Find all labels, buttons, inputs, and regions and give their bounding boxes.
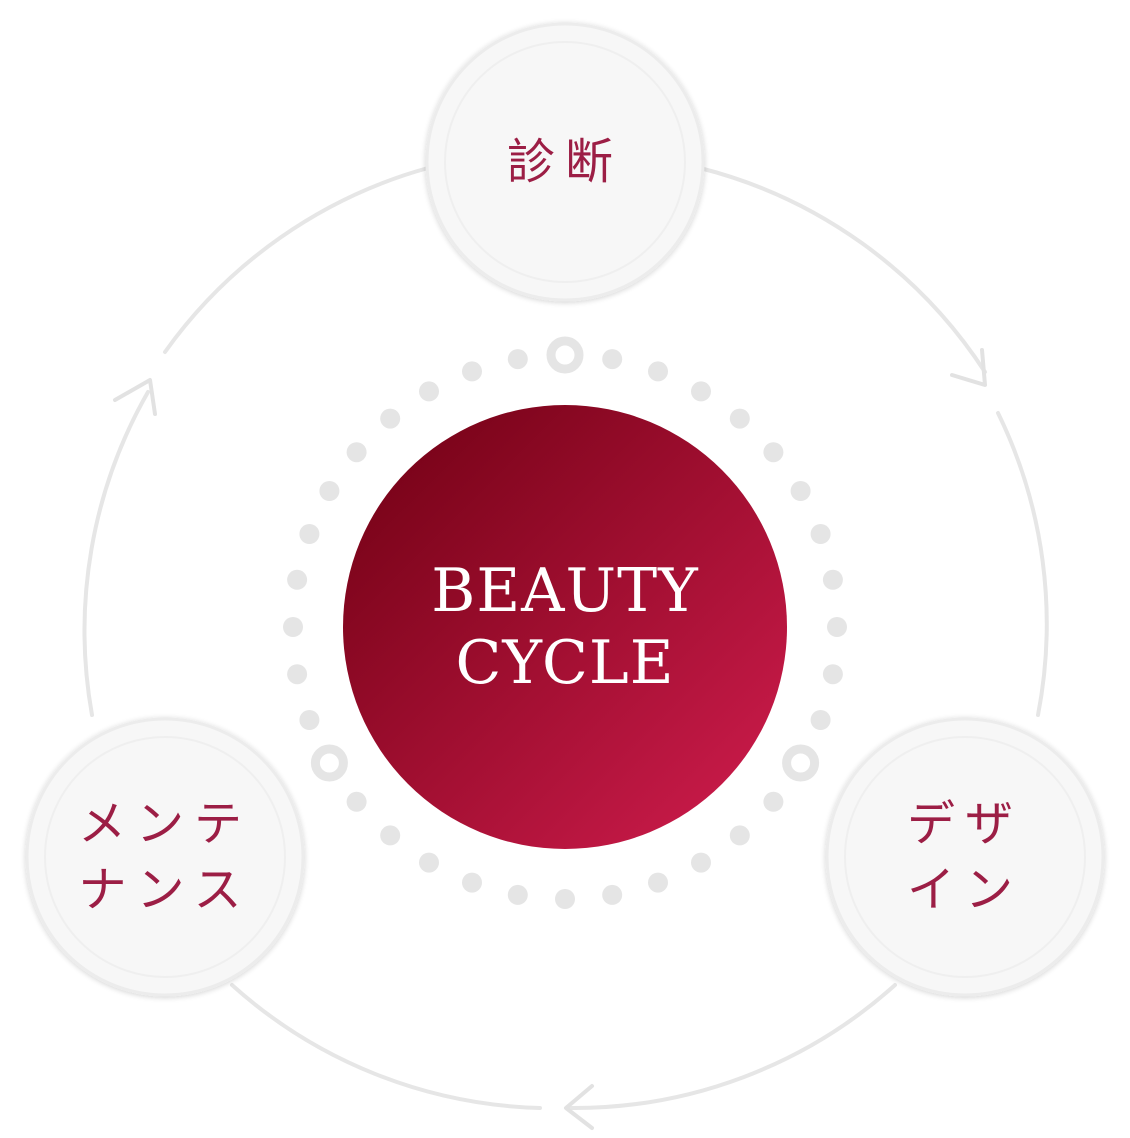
- ring-dot: [380, 408, 401, 429]
- arc-right-descent: [996, 411, 1049, 717]
- ring-dot: [299, 524, 320, 544]
- arc-left-ascent: [82, 390, 150, 717]
- arrow-left-icon: [113, 378, 157, 416]
- node-diagnosis: 診断: [428, 25, 702, 299]
- ring-dot: [822, 664, 843, 685]
- node-circle-right: [825, 717, 1105, 997]
- node-maintenance-label-line2: ナンス: [78, 862, 252, 918]
- cycle-ring: [82, 166, 1049, 1111]
- ring-dot: [283, 617, 303, 637]
- node-circle-left: [25, 717, 305, 997]
- node-circle-top: [425, 22, 705, 302]
- arc-bottom-to-left: [230, 983, 542, 1110]
- arrow-right-icon: [950, 348, 987, 387]
- center-title-line2: CYCLE: [455, 628, 675, 698]
- ring-dot: [555, 889, 575, 909]
- ring-dot: [380, 825, 401, 846]
- node-design-label-line1: デザ: [906, 796, 1023, 852]
- ring-dot: [822, 569, 843, 590]
- node-design-label-line2: イン: [906, 862, 1023, 918]
- ring-dot: [691, 852, 711, 873]
- ring-dot: [462, 361, 482, 382]
- ring-dot: [763, 442, 784, 463]
- ring-dot: [507, 884, 528, 905]
- center-label: BEAUTY CYCLE: [343, 405, 787, 849]
- node-design: デザ イン: [828, 720, 1102, 994]
- ring-dot: [507, 349, 528, 370]
- ring-marker-hollow: [310, 744, 348, 782]
- arc-top-to-right: [698, 166, 987, 374]
- ring-dot: [346, 442, 367, 463]
- ring-dot: [810, 524, 831, 544]
- ring-marker-hollow: [782, 744, 820, 782]
- arrow-bottom-icon: [564, 1084, 594, 1130]
- ring-dot: [729, 408, 750, 429]
- node-maintenance-label-line1: メンテ: [77, 796, 252, 852]
- ring-dot: [827, 617, 847, 637]
- ring-marker-hollow: [546, 336, 584, 374]
- center-title-line1: BEAUTY: [431, 556, 699, 626]
- node-diagnosis-label: 診断: [506, 134, 623, 190]
- ring-dot: [419, 381, 439, 402]
- ring-dot: [810, 710, 831, 730]
- node-maintenance: メンテ ナンス: [28, 720, 302, 994]
- arc-right-to-bottom: [568, 983, 897, 1111]
- ring-dot: [299, 710, 320, 730]
- ring-dot: [763, 791, 784, 812]
- ring-dot: [319, 481, 340, 501]
- chevron-arrow-icon: [113, 348, 987, 1130]
- ring-dot: [729, 825, 750, 846]
- ring-dot: [602, 884, 623, 905]
- center-circle: [343, 405, 787, 849]
- arc-left-to-top: [163, 166, 430, 354]
- ring-dot: [648, 361, 668, 382]
- ring-dot: [287, 664, 308, 685]
- ring-dot: [287, 569, 308, 590]
- ring-dot: [346, 791, 367, 812]
- ring-dot: [602, 349, 623, 370]
- ring-dot: [790, 481, 811, 501]
- node-circles: [25, 22, 1105, 997]
- ring-dot: [691, 381, 711, 402]
- dot-ring: [283, 336, 847, 909]
- ring-dot: [419, 852, 439, 873]
- ring-dot: [462, 872, 482, 893]
- ring-dot: [648, 872, 668, 893]
